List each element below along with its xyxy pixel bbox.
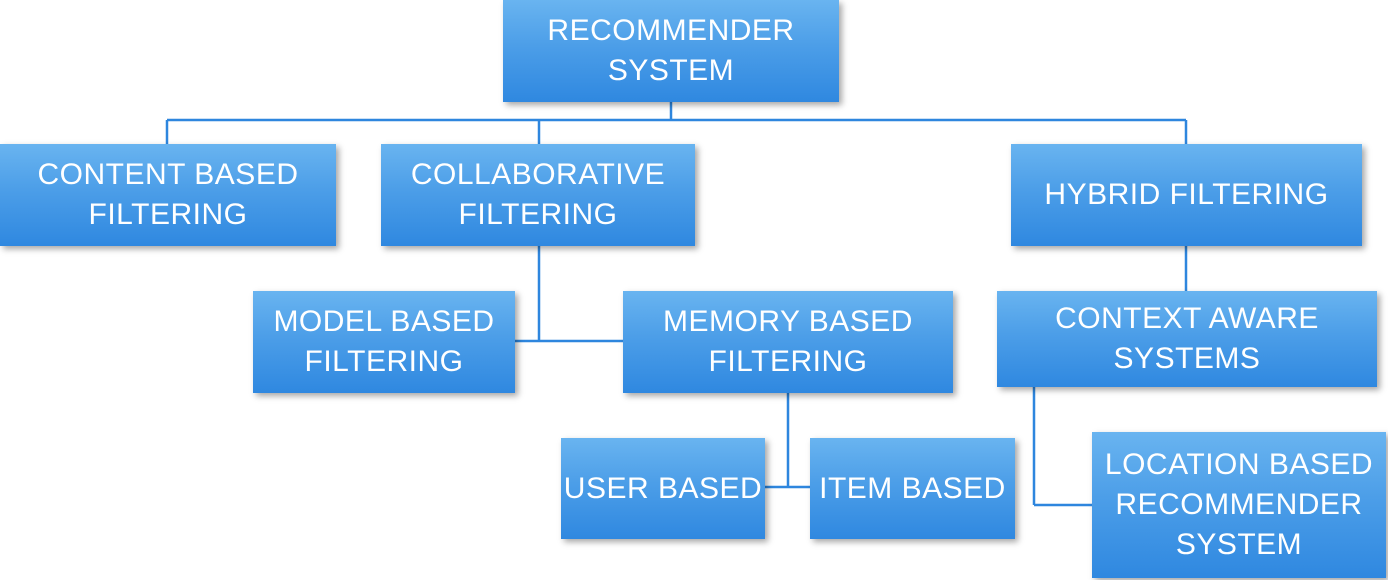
node-recommender-system: RECOMMENDER SYSTEM [503,0,839,102]
node-item-based: ITEM BASED [810,438,1015,539]
node-memory-based-filtering-label: MEMORY BASED FILTERING [663,305,913,378]
node-model-based-filtering-label: MODEL BASED FILTERING [273,305,495,378]
node-collaborative-filtering-label: COLLABORATIVE FILTERING [410,158,666,231]
node-model-based-filtering: MODEL BASED FILTERING [253,291,515,393]
node-user-based-label: USER BASED [563,471,763,505]
node-hybrid-filtering: HYBRID FILTERING [1011,144,1362,246]
node-user-based: USER BASED [561,438,765,539]
node-collaborative-filtering: COLLABORATIVE FILTERING [381,144,695,246]
node-hybrid-filtering-label: HYBRID FILTERING [1044,178,1329,211]
node-item-based-label: ITEM BASED [819,471,1006,505]
node-content-based-filtering: CONTENT BASED FILTERING [0,144,336,246]
node-content-based-filtering-label: CONTENT BASED FILTERING [37,158,299,231]
node-location-based-recommender-system-label: LOCATION BASED RECOMMENDER SYSTEM [1104,448,1374,561]
node-context-aware-systems-label: CONTEXT AWARE SYSTEMS [1055,302,1319,375]
node-memory-based-filtering: MEMORY BASED FILTERING [623,291,953,393]
node-location-based-recommender-system: LOCATION BASED RECOMMENDER SYSTEM [1092,432,1386,578]
node-recommender-system-label: RECOMMENDER SYSTEM [547,14,795,87]
node-context-aware-systems: CONTEXT AWARE SYSTEMS [997,291,1377,387]
